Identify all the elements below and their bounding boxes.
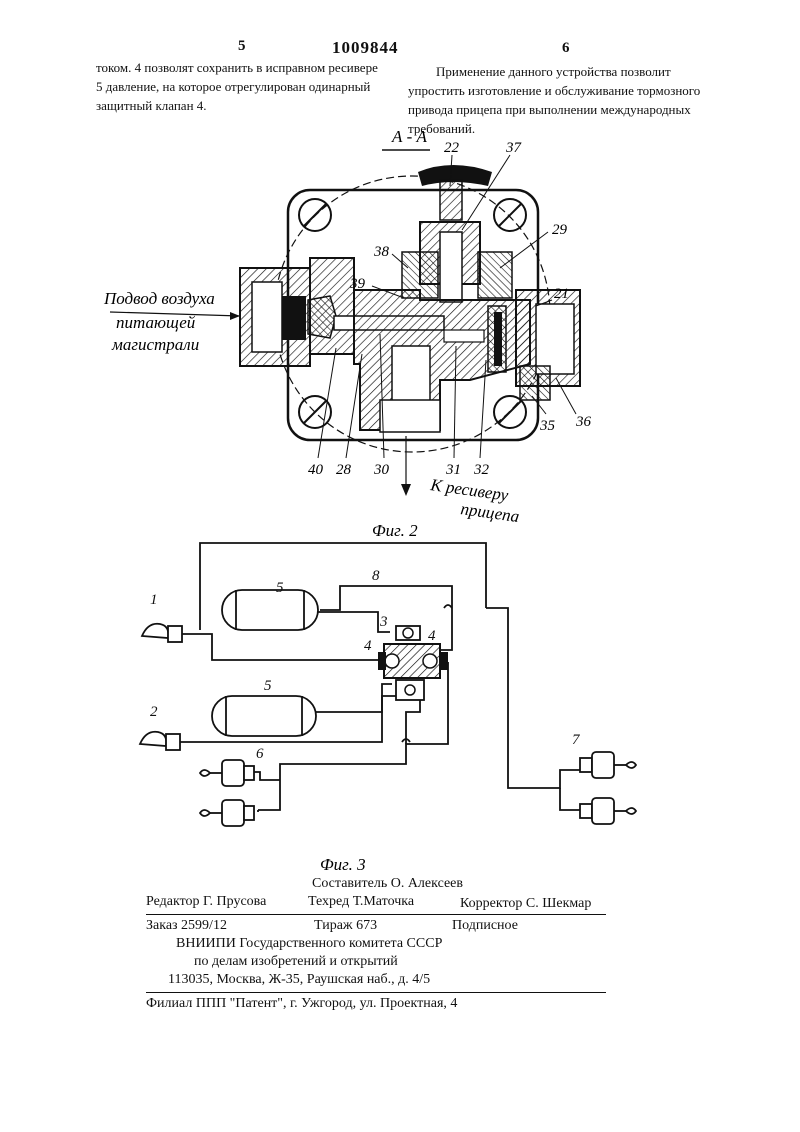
callout-22: 22 <box>444 140 460 156</box>
callout-31: 31 <box>445 462 461 478</box>
callout-7: 7 <box>572 732 581 748</box>
brake-chamber-7 <box>579 751 638 825</box>
callout-35: 35 <box>539 418 556 434</box>
right-paragraph: Применение данного устройства позволит у… <box>408 64 701 136</box>
brake-chamber-6 <box>198 759 259 827</box>
callout-40: 40 <box>308 462 324 478</box>
footer-rule-2 <box>146 992 606 993</box>
callout-37: 37 <box>505 140 523 156</box>
footer-org-1: ВНИИПИ Государственного комитета СССР <box>176 936 443 951</box>
callout-32: 32 <box>473 462 490 478</box>
callout-29: 29 <box>552 222 568 238</box>
footer-subscription: Подписное <box>452 918 518 933</box>
bolt-bottom-right <box>493 395 527 429</box>
callout-28: 28 <box>336 462 352 478</box>
callout-8: 8 <box>372 568 380 584</box>
callout-21: 21 <box>554 286 569 302</box>
footer-editor: Редактор Г. Прусова <box>146 894 267 909</box>
footer-org-2: по делам изобретений и открытий <box>194 954 398 969</box>
callout-4-left: 4 <box>364 638 372 654</box>
footer-techred: Техред Т.Маточка <box>308 894 415 909</box>
coupling-head-1 <box>140 622 183 643</box>
outlet-label-2: прицепа <box>459 499 520 526</box>
footer-order: Заказ 2599/12 <box>146 918 227 933</box>
footer-address: 113035, Москва, Ж-35, Раушская наб., д. … <box>168 972 431 987</box>
figure-2-valve-section: А - А Подвод воздуха <box>103 127 592 540</box>
figure-2-caption: Фиг. 2 <box>372 521 418 540</box>
page-number-right: 6 <box>562 40 570 56</box>
patent-number: 1009844 <box>332 38 399 57</box>
footer-circulation: Тираж 673 <box>314 918 378 933</box>
footer-branch: Филиал ППП "Патент", г. Ужгород, ул. Про… <box>146 996 458 1011</box>
handle-knob <box>418 165 492 186</box>
callout-2: 2 <box>150 704 158 720</box>
left-column-text: током. 4 позволят сохранить в исправном … <box>96 58 386 115</box>
footer-corrector: Корректор С. Шекмар <box>460 896 592 911</box>
callout-4-right: 4 <box>428 628 436 644</box>
footer-compiler: Составитель О. Алексеев <box>312 876 464 891</box>
callout-30: 30 <box>373 462 390 478</box>
callout-1: 1 <box>150 592 158 608</box>
callout-36: 36 <box>575 414 592 430</box>
left-paragraph: током. 4 позволят сохранить в исправном … <box>96 60 378 113</box>
right-column-text: Применение данного устройства позволит у… <box>408 62 708 138</box>
footer-rule-1 <box>146 914 606 915</box>
bolt-top-right <box>493 198 527 232</box>
inlet-label-2: питающей <box>116 313 196 332</box>
coupling-head-2 <box>138 730 181 751</box>
valve-block <box>378 625 448 701</box>
section-label: А - А <box>391 127 428 146</box>
inlet-label-1: Подвод воздуха <box>103 289 215 308</box>
callout-6: 6 <box>256 746 264 762</box>
callout-5-top: 5 <box>276 580 284 596</box>
bolt-top-left <box>298 198 332 232</box>
page-number-left: 5 <box>238 38 246 54</box>
callout-3: 3 <box>379 614 388 630</box>
callout-39: 39 <box>349 276 366 292</box>
bolt-bottom-left <box>298 395 332 429</box>
inlet-label-3: магистрали <box>111 335 199 354</box>
figure-3-caption: Фиг. 3 <box>320 855 366 874</box>
callout-38: 38 <box>373 244 390 260</box>
callout-5-bottom: 5 <box>264 678 272 694</box>
